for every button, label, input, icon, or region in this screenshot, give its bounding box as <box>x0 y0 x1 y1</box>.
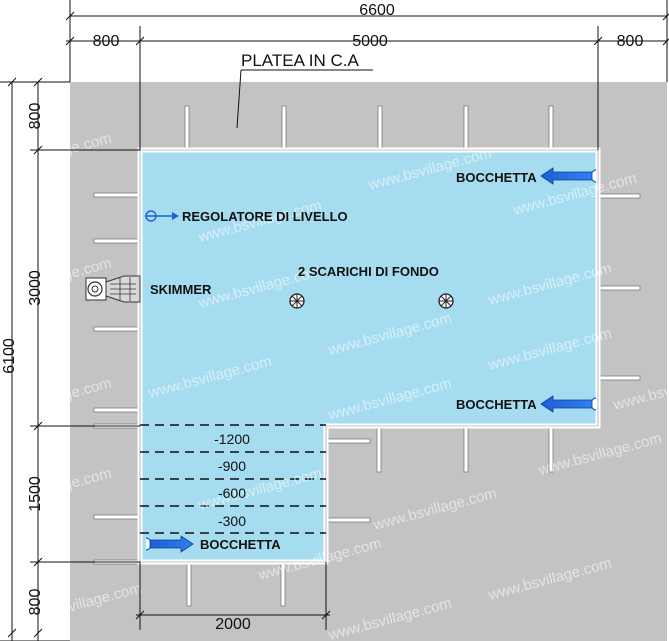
dim-total-width: 6600 <box>359 2 395 19</box>
inlet-label: BOCCHETTA <box>200 537 281 552</box>
skimmer-icon <box>85 275 141 303</box>
drain-icon <box>289 293 305 309</box>
platea-label: PLATEA IN C.A <box>241 51 359 70</box>
inlet-label: BOCCHETTA <box>456 397 537 412</box>
dim-total-height: 6100 <box>1 338 18 374</box>
level-regulator-icon <box>145 210 179 222</box>
step-label: -600 <box>218 485 246 501</box>
step-label: -900 <box>218 458 246 474</box>
inlet-arrow-icon <box>145 535 194 553</box>
drain-icon <box>438 293 454 309</box>
inlet-arrow-icon <box>540 167 597 185</box>
dim-step-length: 1500 <box>27 476 44 512</box>
dim-right-margin: 800 <box>617 33 644 50</box>
inlet-arrow-icon <box>540 395 597 413</box>
step-label: -1200 <box>214 431 250 447</box>
dim-pool-width: 5000 <box>352 33 388 50</box>
dim-pool-length: 3000 <box>27 270 44 306</box>
dim-top-margin: 800 <box>27 103 44 130</box>
inlet-label: BOCCHETTA <box>456 170 537 185</box>
dim-step-width: 2000 <box>215 616 251 633</box>
skimmer-label: SKIMMER <box>150 282 212 297</box>
step-lines <box>140 424 326 534</box>
dim-bottom-margin: 800 <box>27 589 44 616</box>
drains-label: 2 SCARICHI DI FONDO <box>298 264 439 279</box>
dim-left-margin: 800 <box>93 33 120 50</box>
step-label: -300 <box>218 513 246 529</box>
svg-text:www.bsvillage.com: www.bsvillage.com <box>496 30 624 79</box>
regulator-label: REGOLATORE DI LIVELLO <box>182 209 348 224</box>
